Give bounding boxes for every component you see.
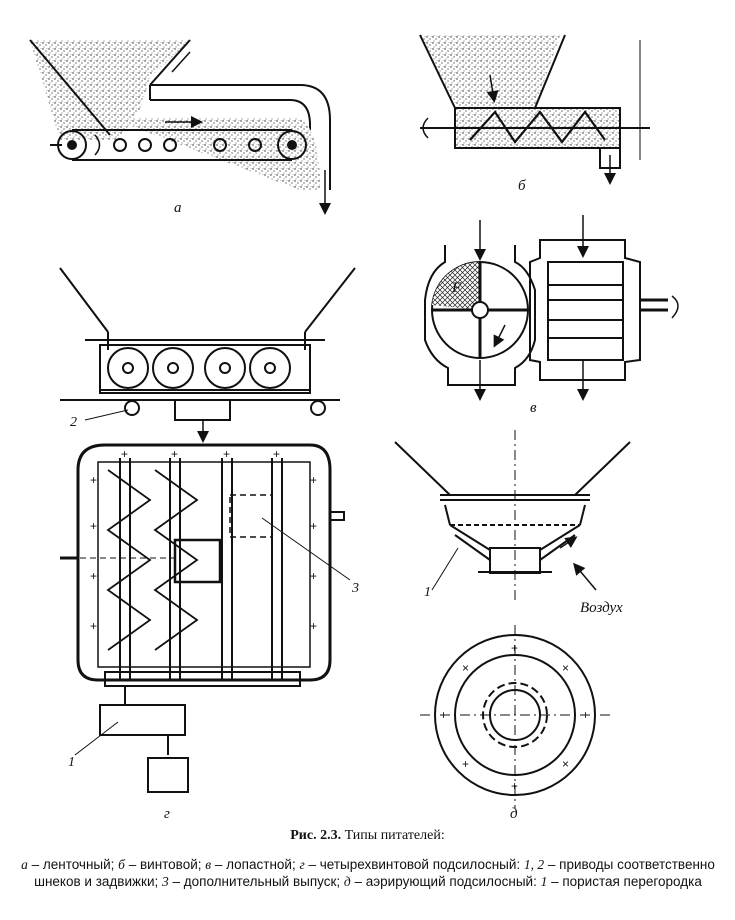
svg-text:+: + bbox=[310, 619, 317, 633]
caption-key-a: а bbox=[21, 857, 28, 872]
caption-text-a: – ленточный; bbox=[27, 857, 119, 872]
svg-text:+: + bbox=[171, 447, 178, 461]
air-label: Воздух bbox=[580, 600, 623, 616]
svg-text:+: + bbox=[223, 447, 230, 461]
caption-text-3: – дополнительный выпуск; bbox=[168, 874, 344, 889]
callout-3: 3 bbox=[351, 581, 359, 596]
label-d: д bbox=[510, 806, 518, 822]
rotor-letter: F bbox=[451, 280, 462, 296]
callout-2: 2 bbox=[70, 415, 77, 430]
svg-text:+: + bbox=[310, 473, 317, 487]
plus-marks: + + + + + + + + + + + + bbox=[90, 447, 317, 633]
caption-figure-title: Типы питателей: bbox=[341, 828, 445, 843]
caption-figure-number: Рис. 2.3. bbox=[290, 828, 342, 843]
svg-text:+: + bbox=[462, 757, 469, 771]
label-v: в bbox=[530, 400, 537, 416]
caption-text-12: – приводы соответственно шнеков и задвиж… bbox=[34, 857, 715, 889]
figure-caption-text: а – ленточный; б – винтовой; в – лопастн… bbox=[18, 856, 718, 890]
label-g: г bbox=[164, 806, 170, 822]
label-a: а bbox=[174, 200, 182, 216]
svg-text:+: + bbox=[273, 447, 280, 461]
belt-feeder-diagram bbox=[29, 39, 331, 215]
callout-1-g: 1 bbox=[68, 755, 75, 770]
svg-text:+: + bbox=[310, 519, 317, 533]
vane-feeder-diagram bbox=[424, 215, 679, 401]
aerating-plan-marks: + + + + × × + × bbox=[440, 641, 589, 793]
svg-text:+: + bbox=[582, 708, 589, 722]
silo-feeder-plan-diagram bbox=[60, 443, 351, 793]
svg-text:×: × bbox=[562, 757, 569, 771]
silo-feeder-top-diagram bbox=[59, 267, 356, 443]
caption-key-3: 3 bbox=[161, 874, 169, 889]
svg-text:+: + bbox=[511, 779, 518, 793]
svg-text:+: + bbox=[310, 569, 317, 583]
caption-text-b: – винтовой; bbox=[124, 857, 206, 872]
caption-key-v: в bbox=[205, 857, 212, 872]
svg-text:+: + bbox=[90, 619, 97, 633]
svg-text:+: + bbox=[121, 447, 128, 461]
svg-text:+: + bbox=[511, 641, 518, 655]
aerating-feeder-diagram bbox=[394, 430, 631, 808]
svg-text:×: × bbox=[462, 661, 469, 675]
svg-text:+: + bbox=[90, 519, 97, 533]
svg-text:×: × bbox=[562, 661, 569, 675]
callout-1-d: 1 bbox=[424, 585, 431, 600]
figure-caption-title: Рис. 2.3. Типы питателей: bbox=[0, 828, 735, 844]
svg-text:+: + bbox=[440, 708, 447, 722]
svg-text:+: + bbox=[90, 473, 97, 487]
screw-feeder-diagram bbox=[419, 34, 650, 185]
caption-text-1: – пористая перегородка bbox=[547, 874, 702, 889]
caption-key-g: г bbox=[299, 857, 305, 872]
caption-text-g: – четырехвинтовой подсилосный: bbox=[304, 857, 524, 872]
caption-key-d: д bbox=[343, 874, 351, 889]
svg-text:+: + bbox=[90, 569, 97, 583]
caption-text-v: – лопастной; bbox=[211, 857, 300, 872]
label-b: б bbox=[518, 178, 526, 194]
caption-key-b: б bbox=[118, 857, 125, 872]
caption-text-d: – аэрирующий подсилосный: bbox=[350, 874, 541, 889]
caption-key-1: 1 bbox=[540, 874, 548, 889]
caption-key-12: 1, 2 bbox=[523, 857, 545, 872]
